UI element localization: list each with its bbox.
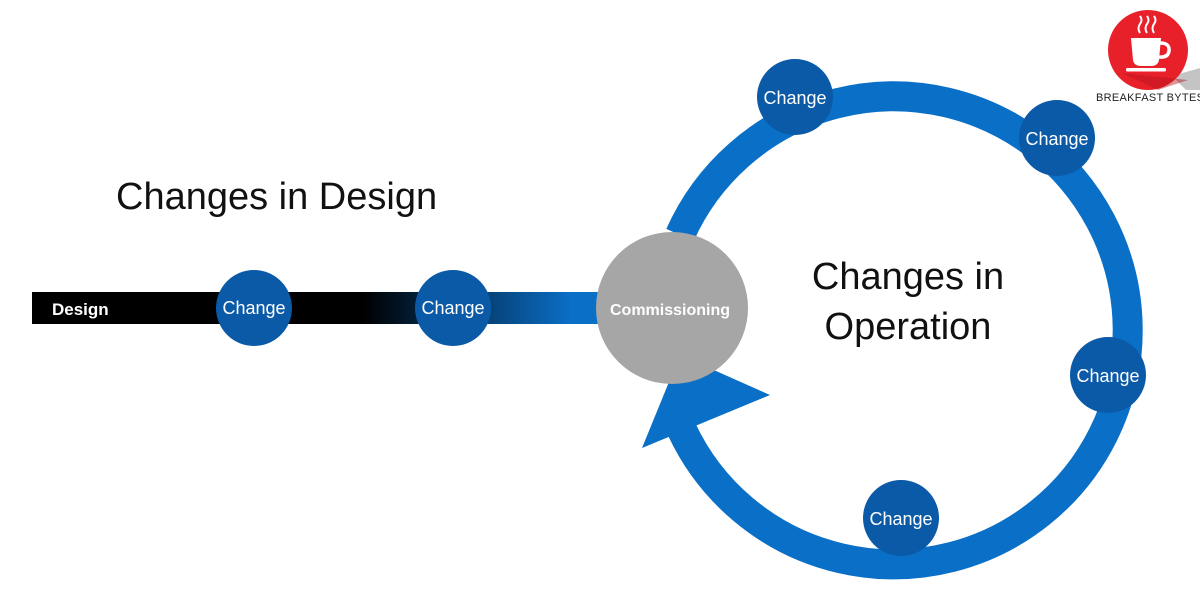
- operation-title-line1: Changes in: [811, 256, 1005, 298]
- design-change-node: Change: [216, 270, 292, 346]
- breakfast-bytes-logo: BREAKFAST BYTES: [1096, 8, 1200, 108]
- design-change-label: Change: [421, 298, 484, 318]
- operation-change-node: Change: [757, 59, 833, 135]
- logo-caption: BREAKFAST BYTES: [1096, 92, 1200, 104]
- operation-change-label: Change: [1025, 129, 1088, 149]
- coffee-cup-icon: [1108, 10, 1200, 90]
- operation-title-line2: Operation: [824, 306, 992, 348]
- design-change-node: Change: [415, 270, 491, 346]
- operation-title: Changes in Operation: [800, 252, 1016, 352]
- design-bar-label: Design: [52, 300, 109, 319]
- design-timeline-bar: [32, 292, 632, 324]
- commissioning-node: Commissioning: [596, 232, 748, 384]
- operation-change-label: Change: [869, 509, 932, 529]
- operation-change-node: Change: [863, 480, 939, 556]
- operation-change-node: Change: [1019, 100, 1095, 176]
- commissioning-label: Commissioning: [610, 302, 730, 319]
- operation-change-label: Change: [763, 88, 826, 108]
- design-change-label: Change: [222, 298, 285, 318]
- design-title: Changes in Design: [116, 176, 438, 218]
- operation-change-node: Change: [1070, 337, 1146, 413]
- operation-change-label: Change: [1076, 366, 1139, 386]
